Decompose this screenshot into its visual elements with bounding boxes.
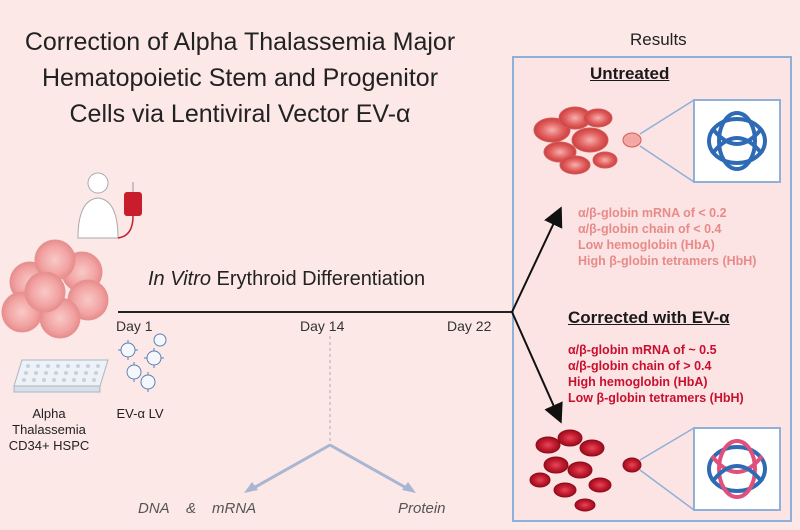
hspc-label-line-2: CD34+ HSPC (8, 438, 90, 453)
protein-label: Protein (398, 500, 446, 517)
corrected-finding-2: α/β-globin chain of > 0.4 (568, 359, 712, 373)
untreated-finding-3: Low hemoglobin (HbA) (578, 238, 715, 252)
results-heading: Results (630, 30, 687, 49)
arrow-to-untreated (511, 206, 563, 313)
hba-tetramer-icon (707, 439, 767, 499)
mrna-label: mRNA (212, 500, 257, 517)
corrected-findings: α/β-globin mRNA of ~ 0.5 α/β-globin chai… (568, 342, 744, 406)
untreated-zoom-line-top (639, 99, 695, 135)
day-22-label: Day 22 (447, 318, 492, 334)
analysis-branches (249, 443, 411, 492)
protein-branch-arrowhead (402, 482, 416, 493)
corrected-title: Corrected with EV-α (568, 308, 730, 327)
day-1-label: Day 1 (116, 318, 153, 334)
hspc-label: Alpha Thalassemia CD34+ HSPC (0, 406, 98, 454)
dna-label: DNA (138, 500, 170, 517)
title-line-1: Correction of Alpha Thalassemia Major (24, 28, 456, 56)
well-plate-icon (13, 359, 109, 393)
dna-branch-arrowhead (244, 482, 258, 493)
untreated-zoom-line-bottom (639, 145, 695, 183)
untreated-title: Untreated (590, 64, 670, 83)
erythroid-label: Erythroid Differentiation (211, 268, 426, 290)
hspc-cluster-icon (1, 239, 109, 339)
corrected-finding-3: High hemoglobin (HbA) (568, 375, 708, 389)
arrow-to-corrected (511, 311, 563, 424)
corrected-rbc-cluster-icon (529, 429, 642, 512)
untreated-finding-2: α/β-globin chain of < 0.4 (578, 222, 722, 236)
in-vitro-label: In Vitro (148, 268, 211, 290)
title-line-3: Cells via Lentiviral Vector EV-α (69, 100, 411, 128)
corrected-finding-4: Low β-globin tetramers (HbH) (568, 391, 744, 405)
untreated-findings: α/β-globin mRNA of < 0.2 α/β-globin chai… (578, 205, 756, 269)
corrected-finding-1: α/β-globin mRNA of ~ 0.5 (568, 343, 717, 357)
day-14-label: Day 14 (300, 318, 345, 334)
blood-bag-icon (117, 182, 142, 239)
corrected-zoom-line-top (639, 427, 695, 461)
lentivirus-spikes-icon (118, 340, 164, 392)
differentiation-label: In Vitro Erythroid Differentiation (148, 268, 425, 291)
hspc-label-line-1: Alpha Thalassemia (12, 406, 86, 437)
untreated-rbc-cluster-icon (533, 106, 642, 175)
corrected-zoom-line-bottom (639, 469, 695, 511)
patient-icon (77, 172, 119, 239)
lentivirus-icon (120, 333, 167, 390)
title-line-2: Hematopoietic Stem and Progenitor (41, 64, 439, 92)
ampersand-label: & (186, 500, 197, 517)
untreated-finding-1: α/β-globin mRNA of < 0.2 (578, 206, 727, 220)
untreated-finding-4: High β-globin tetramers (HbH) (578, 254, 757, 268)
vector-label: EV-α LV (116, 406, 164, 421)
hbh-tetramer-icon (707, 111, 767, 171)
diagram-title: Correction of Alpha Thalassemia Major He… (0, 24, 480, 132)
